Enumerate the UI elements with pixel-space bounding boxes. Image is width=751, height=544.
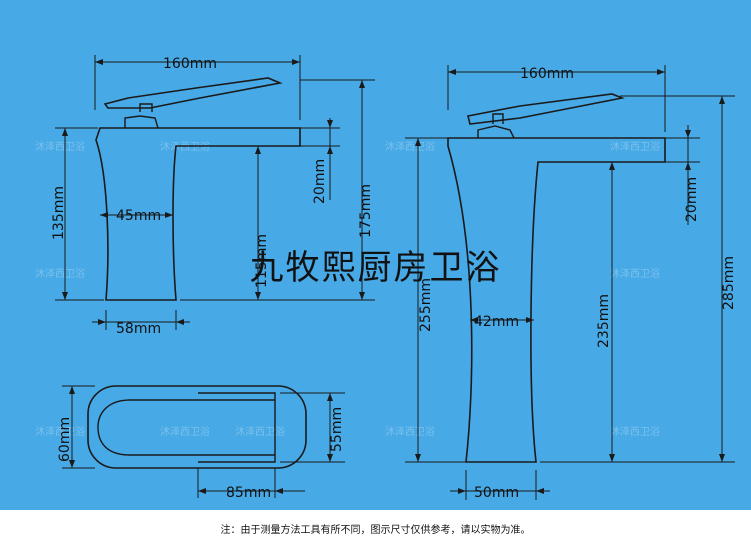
- label-low-width: 160mm: [163, 56, 217, 72]
- tall-faucet-body: [447, 137, 666, 463]
- watermark-4: 沐泽西卫浴: [610, 140, 660, 153]
- watermark-5: 沐泽西卫浴: [35, 267, 85, 280]
- watermark-10: 沐泽西卫浴: [385, 425, 435, 438]
- low-faucet-body: [95, 127, 301, 301]
- top-view-inner: [97, 399, 275, 456]
- watermark-9: 沐泽西卫浴: [235, 425, 285, 438]
- label-tall-42: 42mm: [474, 314, 519, 330]
- brand-title: 九牧熙厨房卫浴: [249, 248, 502, 288]
- label-low-115: 115mm: [254, 234, 270, 288]
- tall-faucet-lever: [467, 93, 625, 125]
- label-tall-20: 20mm: [684, 177, 700, 222]
- label-low-175: 175mm: [358, 184, 374, 238]
- watermark-1: 沐泽西卫浴: [35, 140, 85, 153]
- watermark-6: 沐泽西卫浴: [610, 267, 660, 280]
- label-low-58: 58mm: [116, 321, 161, 337]
- tall-faucet-cartridge: [477, 125, 515, 139]
- watermark-layer: 沐泽西卫浴 沐泽西卫浴 沐泽西卫浴 沐泽西卫浴 沐泽西卫浴 沐泽西卫浴 沐泽西卫…: [35, 140, 660, 438]
- label-top-85: 85mm: [226, 485, 271, 501]
- label-tall-235: 235mm: [596, 294, 612, 348]
- lines: [55, 55, 735, 500]
- watermark-11: 沐泽西卫浴: [610, 425, 660, 438]
- label-low-135: 135mm: [51, 186, 67, 240]
- top-view-lever: [198, 392, 276, 463]
- label-tall-285: 285mm: [721, 256, 737, 310]
- watermark-3: 沐泽西卫浴: [385, 140, 435, 153]
- watermark-8: 沐泽西卫浴: [160, 425, 210, 438]
- label-top-60: 60mm: [57, 417, 73, 462]
- arrowheads: [62, 59, 725, 494]
- label-tall-50: 50mm: [474, 485, 519, 501]
- low-faucet-lever: [103, 77, 283, 109]
- footer-band: [0, 510, 751, 544]
- label-tall-width: 160mm: [520, 66, 574, 82]
- tall-faucet-handle-stem: [492, 113, 504, 124]
- label-low-45: 45mm: [116, 208, 161, 224]
- label-tall-255: 255mm: [418, 278, 434, 332]
- dimension-labels: 160mm 135mm 175mm 20mm 115mm 45mm 58mm 6…: [51, 56, 737, 501]
- footnote: 注：由于测量方法工具有所不同，图示尺寸仅供参考，请以实物为准。: [220, 525, 531, 536]
- low-faucet-cartridge: [124, 115, 159, 129]
- label-top-55: 55mm: [329, 407, 345, 452]
- label-low-20: 20mm: [312, 159, 328, 204]
- top-view-outline: [87, 385, 307, 469]
